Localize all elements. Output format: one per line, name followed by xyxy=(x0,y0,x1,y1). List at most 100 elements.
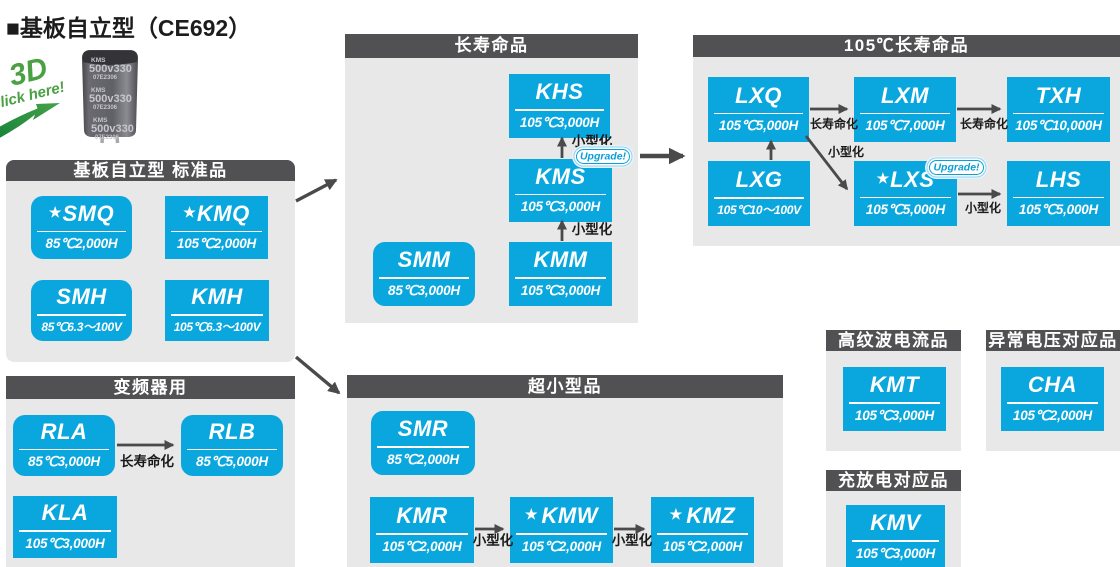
group-standard: 基板自立型 标准品 ★SMQ 85℃2,000H ★KMQ 105℃2,000H… xyxy=(6,160,295,362)
product-box-kmw[interactable]: ★KMW 105℃2,000H xyxy=(510,497,613,563)
product-name: LHS xyxy=(1035,166,1082,192)
product-name: KMV xyxy=(870,512,920,534)
product-box-rla[interactable]: RLA 85℃3,000H xyxy=(13,415,115,476)
group-ripple: 高纹波电流品 KMT 105℃3,000H xyxy=(826,330,961,451)
cap-series-text: KMS xyxy=(91,87,106,94)
arrow-label-life-extension: 长寿命化 xyxy=(120,454,174,469)
capacitor-photo: KMS 500v330 07E2306 KMS 500v330 07E2306 … xyxy=(82,50,138,144)
product-name-text: KMQ xyxy=(196,200,250,226)
product-name: ★LXS xyxy=(876,166,935,192)
cap-code-text: 07E2306 xyxy=(93,105,118,111)
capacitor-print-band: KMS 500v330 07E2306 xyxy=(89,57,132,81)
product-name-text: LXQ xyxy=(735,82,782,108)
divider-line xyxy=(171,314,263,316)
product-box-kmz[interactable]: ★KMZ 105℃2,000H xyxy=(651,497,754,563)
arrow-standard-to-longlife xyxy=(295,178,338,203)
product-name-text: KMH xyxy=(191,284,243,310)
product-name: RLB xyxy=(209,420,256,443)
product-box-kmq[interactable]: ★KMQ 105℃2,000H xyxy=(165,196,268,259)
product-box-smh[interactable]: SMH 85℃6.3～100V xyxy=(31,280,132,341)
group-compact: 超小型品 SMR 85℃2,000H KMR 105℃2,000H ★KMW 1… xyxy=(347,375,783,567)
divider-line xyxy=(860,196,951,198)
product-box-kmh[interactable]: KMH 105℃6.3～100V xyxy=(165,280,269,341)
product-box-smr[interactable]: SMR 85℃2,000H xyxy=(371,411,475,475)
cap-rating-text: 500v330 xyxy=(91,123,134,135)
product-name-text: TXH xyxy=(1035,82,1082,108)
star-icon: ★ xyxy=(48,203,62,220)
product-spec: 105℃10,000H xyxy=(1015,118,1102,133)
product-spec: 105℃3,000H xyxy=(854,407,935,423)
product-box-lxg[interactable]: LXG 105℃10～100V xyxy=(708,161,810,226)
divider-line xyxy=(714,197,804,199)
product-box-kmm[interactable]: KMM 105℃3,000H xyxy=(509,242,612,306)
product-spec: 105℃2,000H xyxy=(176,236,257,251)
product-box-lhs[interactable]: LHS 105℃5,000H xyxy=(1007,161,1110,226)
product-box-kms[interactable]: KMS 105℃3,000H xyxy=(509,159,612,222)
star-icon: ★ xyxy=(876,169,890,186)
divider-line xyxy=(187,448,277,450)
product-name: KHS xyxy=(536,81,584,103)
product-box-smm[interactable]: SMM 85℃3,000H xyxy=(373,242,475,306)
product-name: KMM xyxy=(533,249,587,271)
product-box-smq[interactable]: ★SMQ 85℃2,000H xyxy=(31,196,132,259)
product-box-kmr[interactable]: KMR 105℃2,000H xyxy=(370,497,474,563)
arrow-label-miniaturization: 小型化 xyxy=(571,222,613,237)
product-name-text: KMZ xyxy=(686,503,736,528)
product-spec: 85℃2,000H xyxy=(45,236,118,251)
product-spec: 85℃3,000H xyxy=(28,454,100,469)
green-swoosh-arrow-icon xyxy=(0,103,60,138)
group-standard-header: 基板自立型 标准品 xyxy=(6,160,295,181)
product-name-text: KMT xyxy=(869,372,920,397)
product-name-text: KMM xyxy=(533,247,588,272)
divider-line xyxy=(849,402,940,404)
product-name-text: LXS xyxy=(890,166,935,192)
product-name-text: CHA xyxy=(1027,372,1078,397)
product-spec: 105℃5,000H xyxy=(718,118,799,133)
product-name-text: SMR xyxy=(397,416,449,441)
divider-line xyxy=(376,533,468,535)
product-box-lxq[interactable]: LXQ 105℃5,000H xyxy=(708,77,809,142)
divider-line xyxy=(37,314,126,316)
product-name-text: LHS xyxy=(1035,166,1082,192)
divider-line xyxy=(714,112,803,114)
product-spec: 105℃3,000H xyxy=(25,535,105,551)
product-box-rlb[interactable]: RLB 85℃5,000H xyxy=(181,415,283,476)
product-box-kmv[interactable]: KMV 105℃3,000H xyxy=(846,505,945,567)
product-name: KMR xyxy=(396,505,448,527)
product-name: SMM xyxy=(398,249,451,271)
product-name-text: KMR xyxy=(396,503,448,528)
arrow-label-miniaturization: 小型化 xyxy=(965,201,1002,215)
group-longlife-header: 长寿命品 xyxy=(345,34,638,58)
arrow-label-life-extension: 长寿命化 xyxy=(960,117,1009,131)
product-name: KMH xyxy=(191,286,243,308)
product-spec: 85℃5,000H xyxy=(196,454,268,469)
product-spec: 105℃5,000H xyxy=(865,202,946,217)
product-name-text: KMW xyxy=(541,503,599,528)
capacitor-print-band: KMS 500v330 07E2306 xyxy=(91,117,134,141)
product-box-cha[interactable]: CHA 105℃2,000H xyxy=(1001,367,1104,431)
divider-line xyxy=(516,533,607,535)
product-box-khs[interactable]: KHS 105℃3,000H xyxy=(509,74,610,138)
product-name-text: KHS xyxy=(535,79,584,104)
product-spec: 105℃2,000H xyxy=(521,538,602,554)
arrow-label-miniaturization: 小型化 xyxy=(828,145,865,159)
cap-series-text: KMS xyxy=(93,117,108,124)
product-box-kla[interactable]: KLA 105℃3,000H xyxy=(13,496,117,558)
product-name: SMH xyxy=(56,286,106,308)
star-icon: ★ xyxy=(669,506,683,522)
product-name-text: LXM xyxy=(881,82,929,108)
product-box-kmt[interactable]: KMT 105℃3,000H xyxy=(843,367,946,431)
divider-line xyxy=(1007,402,1098,404)
product-box-txh[interactable]: TXH 105℃10,000H xyxy=(1007,77,1110,142)
divider-line xyxy=(1013,112,1104,114)
product-spec: 85℃2,000H xyxy=(387,451,459,467)
product-spec: 105℃2,000H xyxy=(1012,407,1093,423)
product-name: KMT xyxy=(870,374,919,396)
product-spec: 105℃5,000H xyxy=(1018,202,1099,217)
product-box-lxm[interactable]: LXM 105℃7,000H xyxy=(854,77,956,142)
3d-click-here-badge[interactable]: 3D Click here! xyxy=(0,52,78,145)
product-name: LXG xyxy=(736,169,783,191)
product-box-lxs[interactable]: ★LXS 105℃5,000H xyxy=(854,161,957,226)
product-spec: 85℃6.3～100V xyxy=(41,319,122,334)
